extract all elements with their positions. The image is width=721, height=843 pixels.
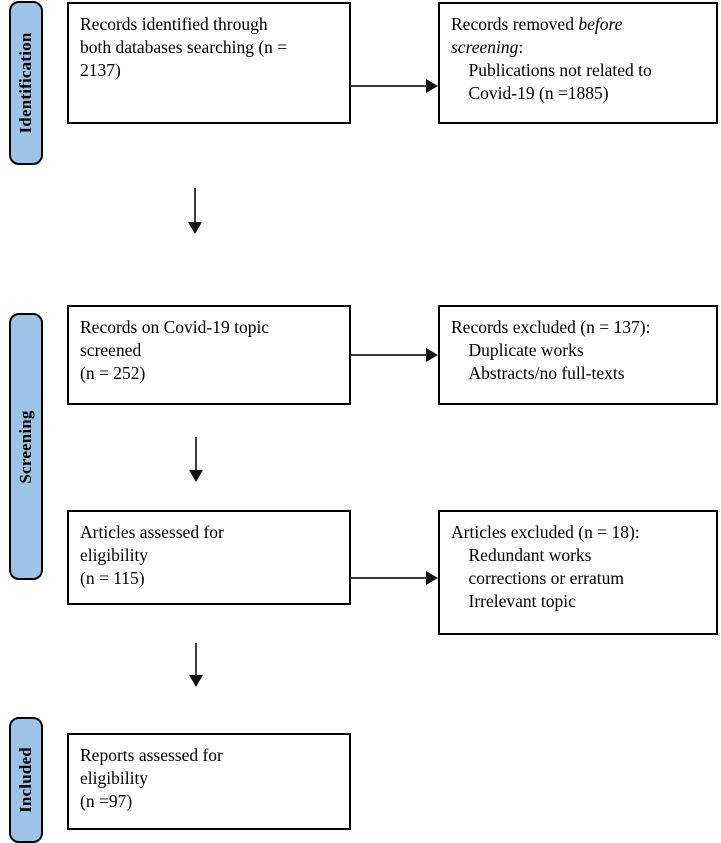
reports-assessed-line-3: (n =97) (80, 791, 133, 812)
arrow-head (426, 571, 438, 585)
box-records-identified: Records identified through both databases… (67, 2, 351, 124)
articles-excluded-line-2: Redundant works (451, 545, 592, 566)
articles-assessed-line-1: Articles assessed for (80, 522, 224, 542)
removed-line-4: Covid-19 (n =1885) (451, 83, 609, 104)
records-identified-line-1: Records identified through (80, 14, 268, 34)
arrow-shaft (351, 354, 429, 356)
box-records-screened: Records on Covid-19 topic screened(n = 25… (67, 305, 351, 405)
removed-line-2-italic: screening (451, 37, 519, 58)
articles-excluded-line-3: corrections or erratum (451, 568, 624, 589)
box-articles-excluded: Articles excluded (n = 18): Redundant wo… (438, 510, 718, 635)
stage-tab-identification: Identification (9, 1, 43, 165)
records-screened-line-2: screened (80, 340, 142, 361)
stage-tab-screening: Screening (9, 313, 43, 580)
arrow-shaft (195, 437, 197, 472)
records-identified-line-3: 2137) (80, 60, 121, 81)
box-reports-assessed: Reports assessed for eligibility(n =97) (67, 733, 351, 830)
stage-tab-screening-label: Screening (16, 409, 35, 484)
stage-tab-included-label: Included (16, 747, 35, 813)
removed-line-1-plain: Records removed (451, 14, 579, 34)
reports-assessed-line-1: Reports assessed for (80, 745, 223, 765)
arrow-shaft (351, 577, 429, 579)
box-records-excluded: Records excluded (n = 137): Duplicate wo… (438, 305, 718, 405)
arrow-assessed-to-reports (188, 643, 204, 687)
removed-line-2-plain: : (518, 37, 524, 58)
arrow-identified-to-screened (187, 188, 203, 234)
arrow-assessed-to-excluded (351, 571, 438, 585)
articles-excluded-line-1: Articles excluded (n = 18): (451, 522, 640, 542)
arrow-head (189, 470, 203, 482)
stage-tab-included: Included (9, 717, 43, 843)
arrow-identified-to-removed (351, 79, 438, 93)
box-records-excluded-text: Records excluded (n = 137): Duplicate wo… (451, 316, 706, 385)
box-reports-assessed-text: Reports assessed for eligibility(n =97) (80, 744, 339, 813)
box-records-removed-text: Records removed before screening: Publica… (451, 13, 706, 105)
box-articles-assessed: Articles assessed for eligibility(n = 115… (67, 510, 351, 605)
records-screened-line-1: Records on Covid-19 topic (80, 317, 270, 337)
stage-tab-identification-label: Identification (16, 32, 35, 134)
articles-assessed-line-2: eligibility (80, 545, 149, 566)
arrow-head (426, 348, 438, 362)
reports-assessed-line-2: eligibility (80, 768, 149, 789)
articles-assessed-line-3: (n = 115) (80, 568, 145, 589)
records-screened-line-3: (n = 252) (80, 363, 146, 384)
box-records-identified-text: Records identified through both databases… (80, 13, 339, 82)
removed-line-3: Publications not related to (451, 60, 652, 81)
arrow-shaft (195, 643, 197, 677)
arrow-head (189, 675, 203, 687)
articles-excluded-line-4: Irrelevant topic (451, 591, 576, 612)
records-excluded-line-1: Records excluded (n = 137): (451, 317, 651, 337)
arrow-shaft (194, 188, 196, 224)
box-articles-assessed-text: Articles assessed for eligibility(n = 115… (80, 521, 339, 590)
records-excluded-line-3: Abstracts/no full-texts (451, 363, 625, 384)
box-records-removed-before-screening: Records removed before screening: Publica… (438, 2, 718, 124)
arrow-screened-to-excluded (351, 348, 438, 362)
arrow-head (188, 222, 202, 234)
records-identified-line-2: both databases searching (n = (80, 37, 288, 58)
box-records-screened-text: Records on Covid-19 topic screened(n = 25… (80, 316, 339, 385)
removed-line-1-italic: before (578, 14, 623, 34)
arrow-screened-to-assessed (188, 437, 204, 482)
records-excluded-line-2: Duplicate works (451, 340, 584, 361)
box-articles-excluded-text: Articles excluded (n = 18): Redundant wo… (451, 521, 706, 613)
arrow-shaft (351, 85, 429, 87)
arrow-head (426, 79, 438, 93)
